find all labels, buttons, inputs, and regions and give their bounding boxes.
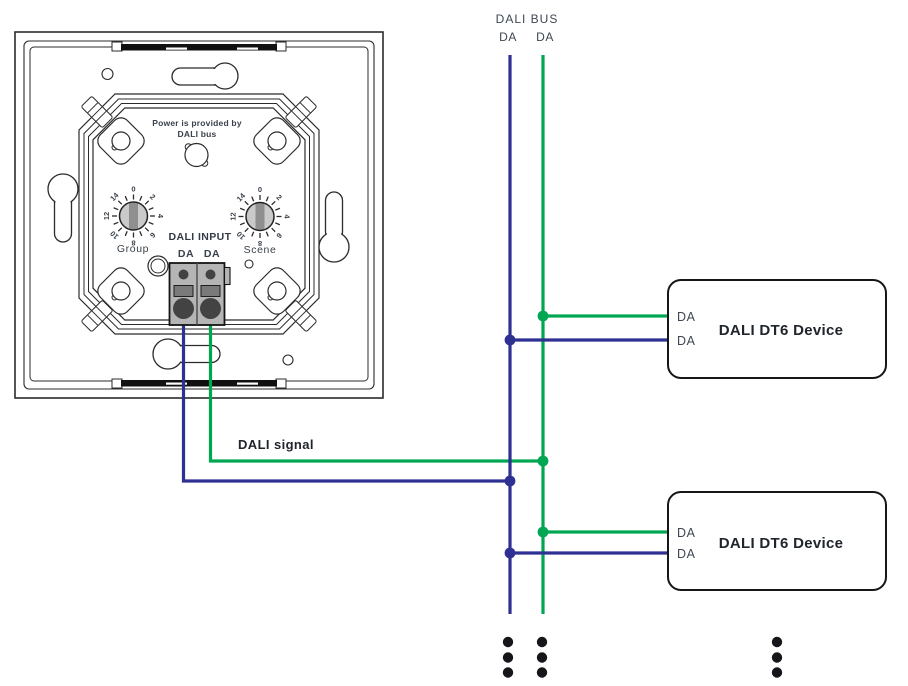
bracket-screw-hole — [267, 131, 287, 151]
keyhole-bottom — [152, 338, 221, 370]
junction-dot — [504, 334, 516, 346]
dali-signal-label: DALI signal — [238, 437, 314, 452]
dali-bus-title: DALI BUS — [496, 12, 559, 26]
dial-number: 0 — [258, 185, 262, 194]
panel-plate-frame — [29, 46, 369, 382]
device1-da-bottom: DA — [677, 334, 696, 348]
bus-da-green-label: DA — [536, 30, 554, 44]
dial-number: 6 — [148, 230, 157, 239]
device1-da-top: DA — [677, 310, 696, 324]
input-da-blue-label: DA — [178, 248, 194, 260]
center-screw-hole — [184, 142, 209, 168]
dial-number: 12 — [102, 212, 111, 220]
dial-number: 8 — [131, 239, 135, 248]
device-box-1: DA DA DALI DT6 Device — [667, 279, 887, 379]
junction-dot — [504, 547, 516, 559]
dali-input-label: DALI INPUT — [169, 231, 232, 243]
power-note-line1: Power is provided by — [152, 118, 242, 128]
scene-small-hole — [244, 259, 254, 269]
keyhole-top — [171, 62, 239, 90]
terminal-screw — [200, 298, 221, 319]
device-box-2: DA DA DALI DT6 Device — [667, 491, 887, 591]
wall-panel-back-view: Power is provided by DALI bus 0246810121… — [14, 31, 384, 399]
continuation-dots — [502, 636, 783, 678]
terminal-clamp — [173, 285, 194, 297]
device2-da-bottom: DA — [677, 547, 696, 561]
junction-dot — [504, 475, 516, 487]
dial-number: 0 — [131, 185, 135, 194]
junction-dot — [537, 310, 549, 322]
terminal-tab — [223, 266, 231, 286]
continuation-dot — [771, 652, 783, 663]
device2-name: DALI DT6 Device — [719, 535, 844, 552]
dial-number: 12 — [229, 212, 238, 220]
keyhole-right — [318, 191, 350, 263]
continuation-dot — [502, 667, 514, 678]
panel-wire-da-blue — [181, 302, 510, 483]
panel-bottom-clip — [111, 378, 287, 389]
device2-da-top: DA — [677, 526, 696, 540]
junction-dot — [537, 455, 549, 467]
continuation-dot — [502, 652, 514, 663]
keyhole-left — [47, 173, 79, 243]
power-note-line2: DALI bus — [178, 129, 217, 139]
dial-number: 8 — [258, 239, 262, 248]
group-ring-hole — [147, 255, 169, 277]
corner-brackets — [81, 96, 317, 332]
corner-bracket — [81, 267, 145, 332]
terminal-pilot-hole — [205, 269, 216, 280]
continuation-dot — [536, 636, 548, 648]
bracket-screw-hole — [267, 281, 287, 301]
screw-hole-bottom-right — [282, 354, 294, 366]
dali-bus: DALI BUS DA DA — [496, 12, 559, 614]
continuation-dot — [536, 652, 548, 663]
input-da-green-label: DA — [204, 248, 220, 260]
terminal-pilot-hole — [178, 269, 189, 280]
panel-top-clip — [111, 41, 287, 52]
dali-input-terminal — [168, 262, 231, 326]
corner-bracket — [81, 96, 145, 165]
dial-knob-slot — [255, 203, 265, 230]
continuation-dot — [536, 667, 548, 678]
terminal-screw — [173, 298, 194, 319]
bracket-screw-hole — [111, 131, 131, 151]
scene-dial-label: Scene — [244, 244, 277, 256]
corner-bracket — [253, 267, 317, 332]
dial-number: 2 — [274, 193, 283, 202]
continuation-dot — [771, 667, 783, 678]
panel-wire-da-green — [208, 302, 543, 463]
corner-bracket — [253, 96, 317, 165]
continuation-dot — [502, 636, 514, 648]
dial-number: 2 — [148, 192, 157, 201]
bus-da-blue-label: DA — [499, 30, 517, 44]
dial-knob-slot — [129, 202, 138, 230]
dial-number: 4 — [283, 214, 292, 219]
bracket-screw-hole — [111, 281, 131, 301]
dial-number: 4 — [156, 214, 165, 219]
continuation-dot — [771, 636, 783, 648]
group-dial-label: Group — [117, 243, 149, 255]
screw-hole-top-left — [101, 67, 114, 81]
junction-dot — [537, 526, 549, 538]
terminal-clamp — [200, 285, 221, 297]
device1-name: DALI DT6 Device — [719, 322, 844, 339]
dial-number: 6 — [274, 231, 283, 240]
